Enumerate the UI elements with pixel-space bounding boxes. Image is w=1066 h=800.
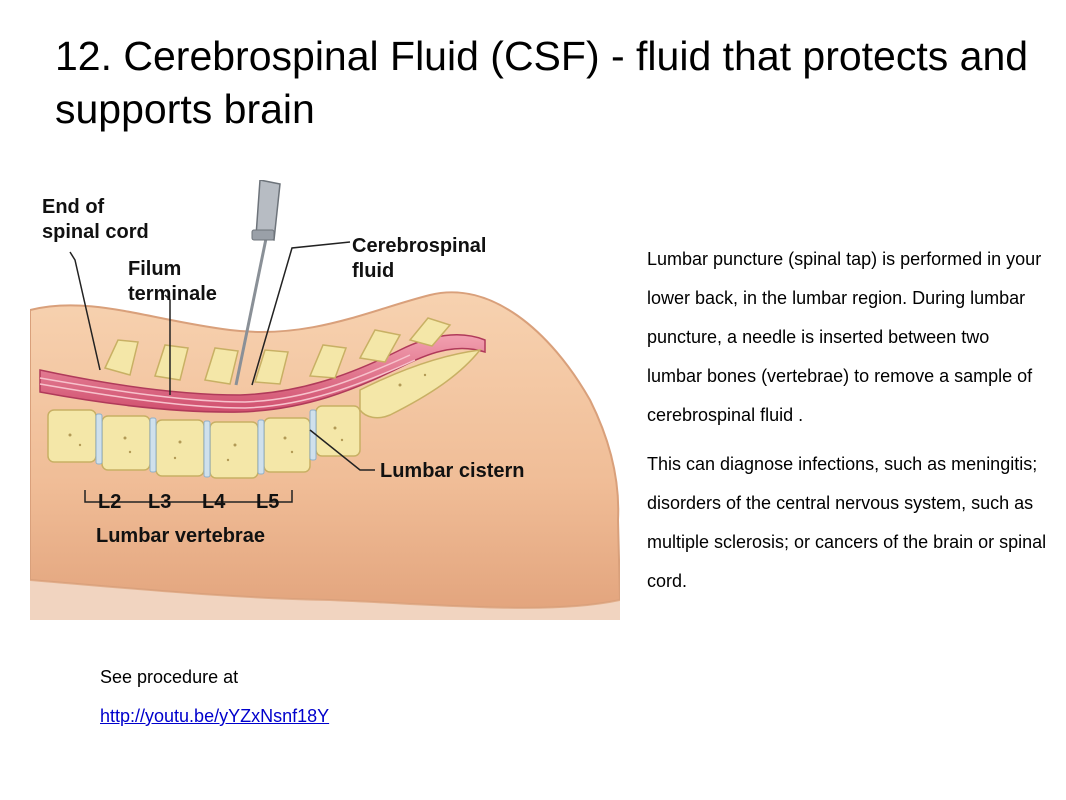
vertebrae-bracket (84, 490, 293, 503)
lumbar-puncture-diagram: End of spinal cord Filum terminale Cereb… (30, 180, 620, 620)
label-l3: L3 (148, 491, 171, 513)
back-shadow (30, 580, 620, 620)
label-l5: L5 (256, 491, 279, 513)
label-terminale: terminale (128, 283, 217, 305)
sacrum (359, 349, 482, 419)
lumbar-puncture-illustration: End of spinal cord Filum terminale Cereb… (30, 180, 620, 620)
intervertebral-discs (95, 409, 317, 478)
procedure-link[interactable]: http://youtu.be/yYZxNsnf18Y (100, 706, 330, 726)
label-fluid: fluid (352, 260, 394, 282)
label-l4: L4 (202, 491, 226, 513)
spinous-processes (103, 317, 452, 385)
description-paragraph-2: This can diagnose infections, such as me… (647, 454, 1047, 591)
label-cerebrospinal: Cerebrospinal (352, 235, 486, 257)
description-paragraph-1: Lumbar puncture (spinal tap) is performe… (647, 249, 1042, 425)
label-lumbar-vertebrae: Lumbar vertebrae (96, 525, 265, 547)
label-end-of: End of (42, 196, 105, 218)
spinal-cord (39, 334, 486, 413)
label-filum: Filum (128, 258, 181, 280)
bone-texture (68, 373, 427, 462)
procedure-label: See procedure at (100, 667, 239, 687)
description-text: Lumbar puncture (spinal tap) is performe… (647, 240, 1047, 611)
leader-lines (69, 241, 375, 471)
cord-stripes (39, 354, 416, 409)
procedure-reference: See procedure at http://youtu.be/yYZxNsn… (100, 658, 329, 736)
label-l2: L2 (98, 491, 121, 513)
slide-title: 12. Cerebrospinal Fluid (CSF) - fluid th… (55, 33, 1029, 132)
label-spinal-cord: spinal cord (42, 221, 149, 243)
label-lumbar-cistern: Lumbar cistern (380, 460, 524, 482)
needle (234, 180, 281, 386)
